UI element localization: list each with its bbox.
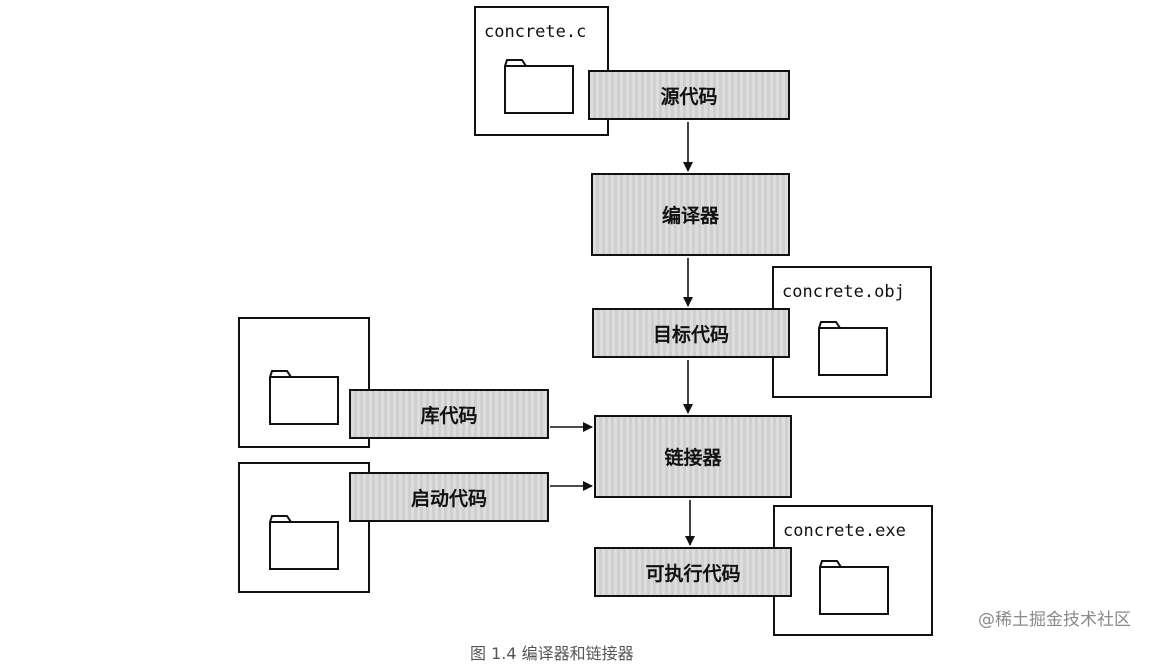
file-box-library <box>238 317 370 448</box>
figure-caption: 图 1.4 编译器和链接器 <box>470 644 634 663</box>
file-box-source: concrete.c <box>474 6 609 136</box>
folder-icon <box>504 58 574 114</box>
file-box-executable: concrete.exe <box>773 505 933 636</box>
folder-icon <box>269 369 339 425</box>
step-startup-code: 启动代码 <box>349 472 549 522</box>
step-object-code: 目标代码 <box>592 308 790 358</box>
step-linker: 链接器 <box>594 415 792 498</box>
step-compiler: 编译器 <box>591 173 790 256</box>
folder-icon <box>818 320 888 376</box>
folder-icon <box>269 514 339 570</box>
folder-icon <box>819 559 889 615</box>
file-name-object: concrete.obj <box>782 282 905 302</box>
step-executable-code: 可执行代码 <box>594 547 792 597</box>
watermark: @稀土掘金技术社区 <box>978 610 1131 630</box>
file-name-executable: concrete.exe <box>783 521 906 541</box>
file-name-source: concrete.c <box>484 22 587 42</box>
step-library-code: 库代码 <box>349 389 549 439</box>
file-box-startup <box>238 462 370 593</box>
step-source-code: 源代码 <box>588 70 790 120</box>
flow-arrows <box>550 122 695 546</box>
